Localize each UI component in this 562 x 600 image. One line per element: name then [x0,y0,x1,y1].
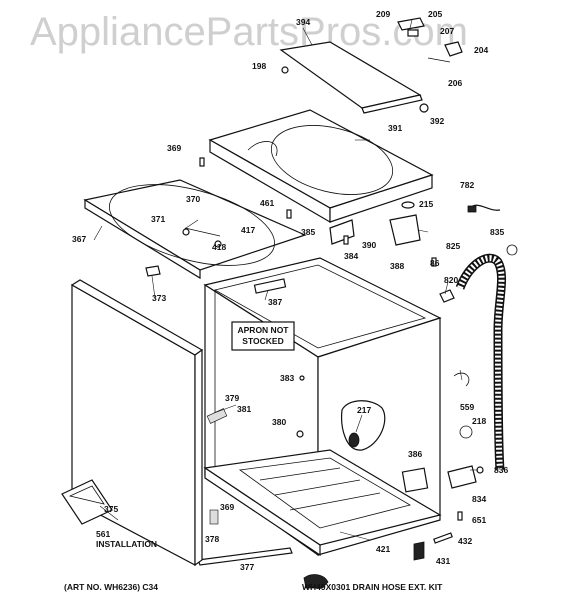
callout-numbers: 394 209 205 207 204 198 206 392 391 369 … [72,9,508,572]
callout-782: 782 [460,180,474,190]
drain-hose-part [447,253,507,489]
apron-note-line-2: STOCKED [242,336,283,346]
callout-209: 209 [376,9,390,19]
callout-215: 215 [419,199,433,209]
callout-207: 207 [440,26,454,36]
callout-381: 381 [237,404,251,414]
callout-825: 825 [446,241,460,251]
callout-820: 820 [444,275,458,285]
callout-370: 370 [186,194,200,204]
callout-198: 198 [252,61,266,71]
watermark: AppliancePartsPros.com [30,10,468,54]
callout-561: 561 [96,529,110,539]
callout-392: 392 [430,116,444,126]
callout-386: 386 [408,449,422,459]
leader-lines [93,19,478,556]
art-number-label: (ART NO. WH6236) C34 [64,582,158,592]
callout-206: 206 [448,78,462,88]
callout-373: 373 [152,293,166,303]
tub-cover-frame [83,179,307,280]
installation-booklet [61,479,113,525]
callout-218: 218 [472,416,486,426]
callout-559: 559 [460,402,474,412]
drain-hose-kit-label: WH49X0301 DRAIN HOSE EXT. KIT [302,582,443,592]
base-part [197,449,463,589]
callout-461: 461 [260,198,274,208]
callout-380: 380 [272,417,286,427]
callout-375: 375 [104,504,118,514]
callout-367: 367 [72,234,86,244]
apron-note: APRON NOT STOCKED [231,321,295,351]
main-top-part [208,109,434,224]
callout-369-top: 369 [167,143,181,153]
callout-834: 834 [472,494,486,504]
callout-418: 418 [212,242,226,252]
front-panel-part [70,279,204,567]
callout-651: 651 [472,515,486,525]
callout-205: 205 [428,9,442,19]
lid-part [279,41,423,114]
callout-371: 371 [151,214,165,224]
callout-431: 431 [436,556,450,566]
callout-384: 384 [344,251,358,261]
callout-369-bottom: 369 [220,502,234,512]
callout-836: 836 [494,465,508,475]
callout-385: 385 [301,227,315,237]
callout-432: 432 [458,536,472,546]
callout-387: 387 [268,297,282,307]
callout-417: 417 [241,225,255,235]
callout-835: 835 [490,227,504,237]
callout-391: 391 [388,123,402,133]
small-parts-center [145,157,518,303]
callout-390: 390 [362,240,376,250]
callout-379: 379 [225,393,239,403]
callout-377: 377 [240,562,254,572]
callout-421: 421 [376,544,390,554]
callout-394: 394 [296,17,310,27]
installation-label: INSTALLATION [96,539,157,549]
callout-383: 383 [280,373,294,383]
callout-204: 204 [474,45,488,55]
apron-note-line-1: APRON NOT [238,325,290,335]
callout-378: 378 [205,534,219,544]
callout-388: 388 [390,261,404,271]
callout-217: 217 [357,405,371,415]
callout-86: 86 [430,258,440,268]
